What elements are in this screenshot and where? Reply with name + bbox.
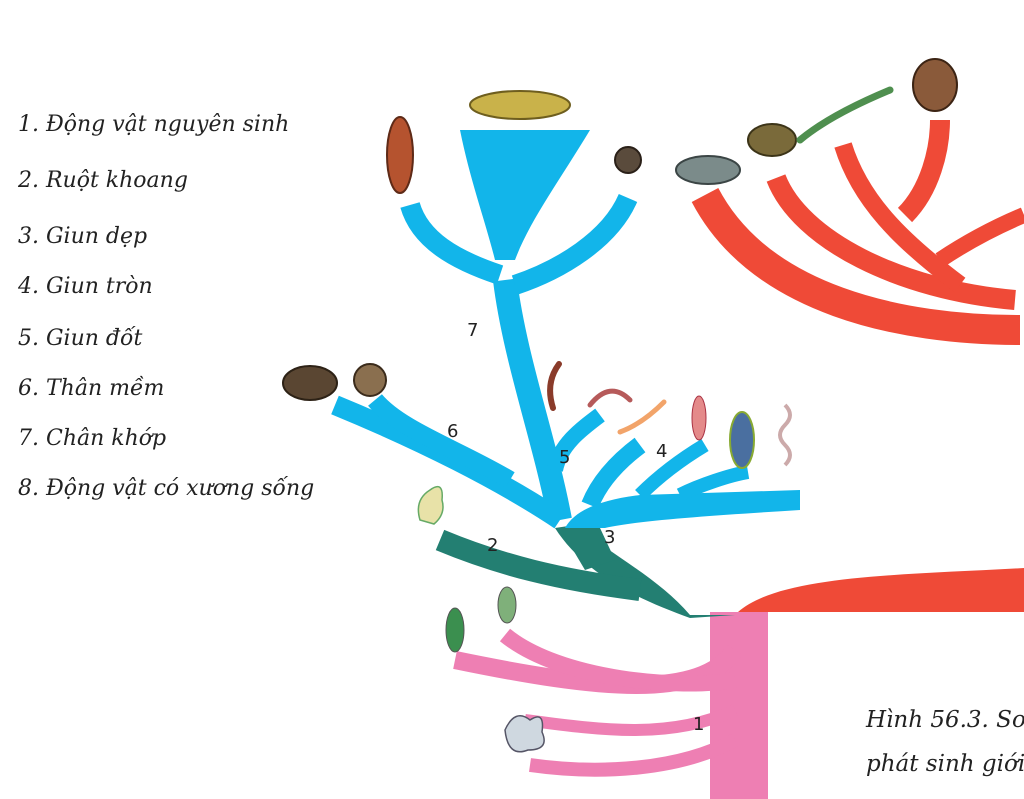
vertebrate-twig-reptile [834,142,966,293]
flatworm-roundworm-base [565,490,800,528]
flatworm-twig-1 [635,438,709,500]
flatworm-twig-2 [676,465,750,502]
snail-icon [353,363,387,397]
lizard-icon [796,86,894,144]
vertebrate-twig-fish [691,187,1021,345]
trunk [710,612,768,799]
legend-item-flatworms: 3. Giun dẹp [18,224,148,249]
frog-icon [747,123,797,157]
legend-item-roundworms: 4. Giun tròn [18,274,153,299]
grasshopper-icon [469,90,571,120]
spider-icon [614,146,642,174]
node-label-3: 3 [604,527,615,548]
crayfish-icon [386,116,414,194]
vertebrates-branch [691,119,1024,612]
roundworm-twig-1 [581,437,646,509]
legend-item-cnidaria: 2. Ruột khoang [18,168,188,193]
annelid-twig [547,408,605,473]
amoeba-icon [504,715,545,753]
vertebrate-twig-mammal [935,207,1024,267]
planarian-icon [691,395,707,441]
centipede-icon [547,361,562,411]
node-label-6: 6 [447,421,458,442]
arthropod-twig-crustacean [400,201,504,285]
arthropod-twig-arachnid [511,193,638,295]
caption-line-2: phát sinh giới [866,751,1024,777]
organism-icons [282,58,958,753]
protozoa-twig-paramecium [499,628,737,692]
legend-item-annelids: 5. Giun đốt [18,326,143,351]
roundworm-icon [617,399,667,435]
node-label-2: 2 [487,535,498,556]
node-label-5: 5 [559,447,570,468]
protozoa-twig-4 [529,733,739,777]
legend-item-protozoa: 1. Động vật nguyên sinh [18,112,290,137]
legend-item-vertebrates: 8. Động vật có xương sống [18,476,315,501]
arthropod-cup-insect [460,130,590,260]
pigeon-icon [912,58,958,112]
caption-line-1: Hình 56.3. Sơ [866,707,1024,733]
earthworm-icon [587,388,633,408]
mollusk-twig-snail [368,393,515,488]
cnidaria-branch [435,525,735,618]
legend-item-mollusks: 6. Thân mềm [18,376,165,401]
cnidaria-joint [560,528,615,570]
legend-item-arthropods: 7. Chân khớp [18,426,167,451]
tapeworm-icon [778,403,792,467]
arthropod-stem [493,278,572,523]
vertebrate-stem [738,568,1024,612]
vertebrate-twig-bird [897,119,950,223]
fish-icon [675,155,741,185]
protozoa-twig-amoeba [524,704,738,736]
node-label-4: 4 [656,441,667,462]
protozoa-branch [453,612,768,799]
vertebrate-twig-amphibian [766,174,1016,310]
figure-caption: Hình 56.3. Sơ phát sinh giới [866,698,1024,786]
node-label-1: 1 [693,714,704,735]
euglena-icon [445,607,465,653]
paramecium-icon [497,586,517,624]
liver-fluke-icon [729,411,755,469]
invertebrates-branch [331,130,800,529]
clam-icon [282,365,338,401]
node-label-7: 7 [467,320,478,341]
hydra-icon [417,485,444,525]
cnidaria-twig [435,529,642,601]
